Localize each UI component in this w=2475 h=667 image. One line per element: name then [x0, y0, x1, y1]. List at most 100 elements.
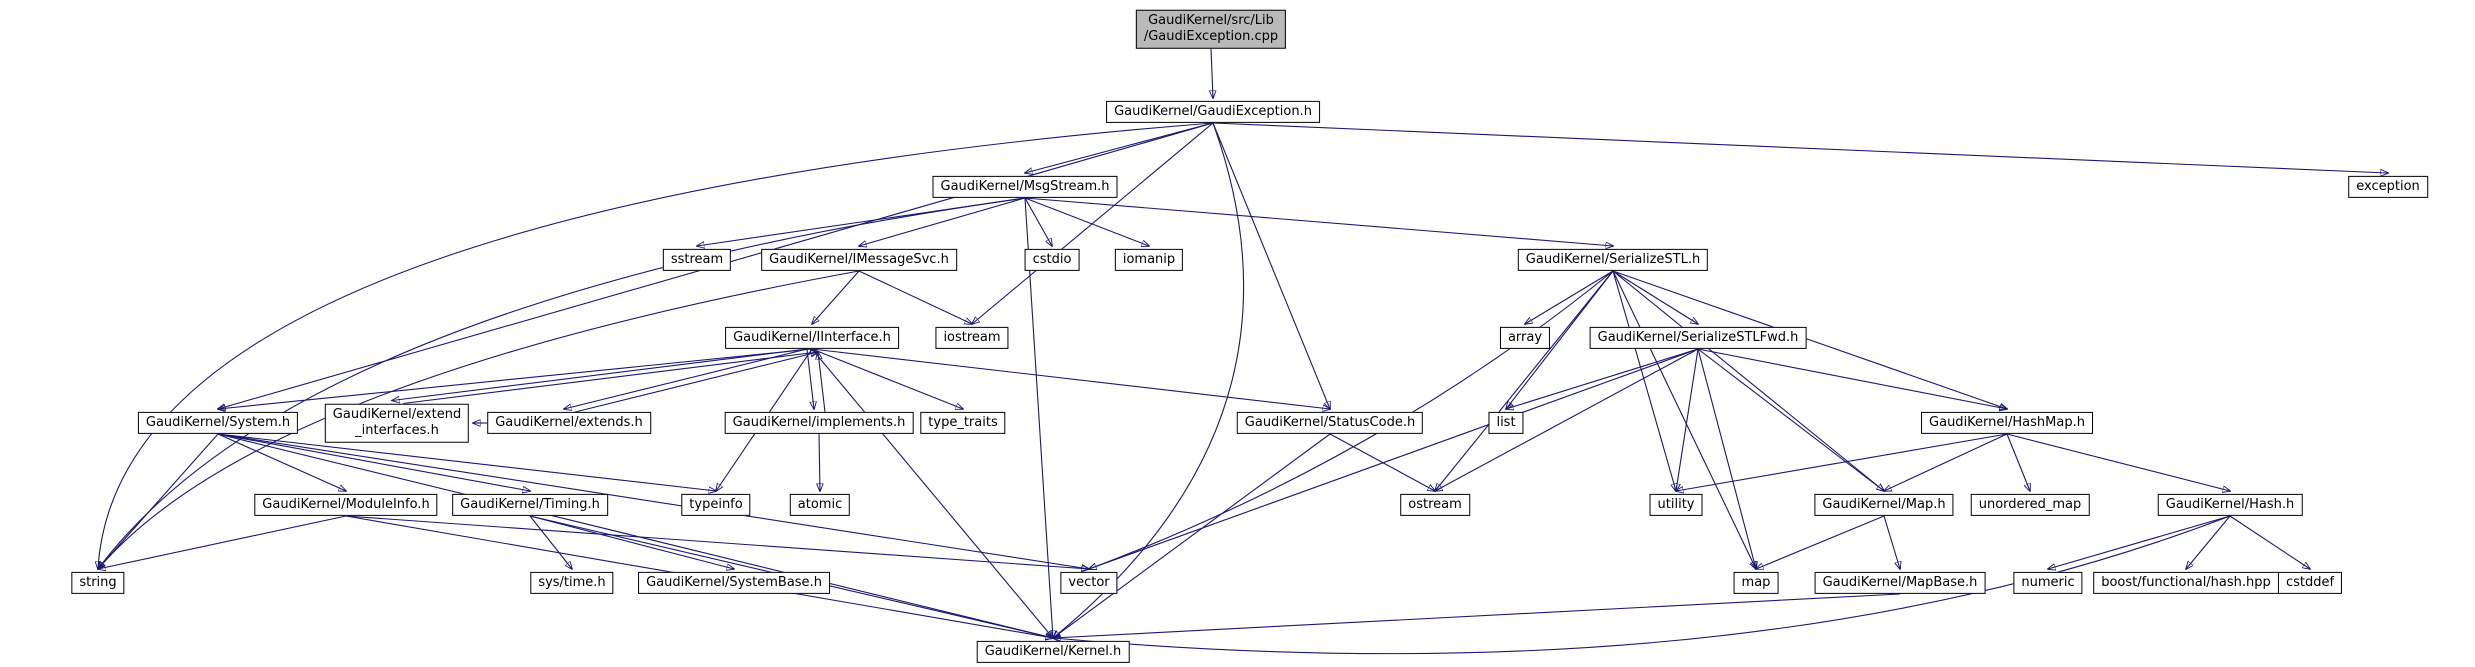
- edge-timing-systembase: [529, 515, 734, 569]
- edge-serializestl-utility: [1612, 270, 1676, 491]
- edge-hash-numeric: [2048, 515, 2231, 569]
- edge-iinterface-system: [218, 348, 813, 409]
- node-map: map: [1733, 571, 1779, 595]
- edge-timing-systime: [529, 515, 572, 569]
- edge-hashmap-maph: [1884, 433, 2008, 491]
- edge-msgstream-cstdio: [1024, 197, 1052, 246]
- edge-fwd-map: [1697, 348, 1756, 569]
- edge-msgstream-kernel: [1024, 197, 1053, 638]
- edge-moduleinfo-string: [98, 515, 347, 569]
- node-vector: vector: [1060, 571, 1118, 595]
- edge-fwd-ostream: [1435, 348, 1699, 491]
- node-boosthash: boost/functional/hash.hpp: [2093, 571, 2279, 595]
- node-mapbase[interactable]: GaudiKernel/MapBase.h: [1814, 571, 1986, 595]
- edge-serializestl-array: [1525, 270, 1614, 324]
- node-moduleinfo[interactable]: GaudiKernel/ModuleInfo.h: [254, 493, 438, 517]
- edge-serializestl-vector: [1089, 270, 1614, 569]
- node-cstddef: cstddef: [2277, 571, 2343, 595]
- edge-extends-iinterface: [574, 352, 818, 413]
- edge-fwd-list: [1506, 348, 1699, 409]
- edge-msgstream-serializestl: [1024, 197, 1613, 246]
- edge-serializestl-map: [1612, 270, 1756, 569]
- edge-fwd-vector: [1089, 348, 1699, 569]
- edge-imessagesvc-string: [98, 270, 860, 569]
- edge-imessagesvc-iostream: [858, 270, 972, 324]
- node-ostream: ostream: [1400, 493, 1470, 517]
- edge-hashmap-utility: [1676, 433, 2008, 491]
- edge-cpp-exch: [1211, 48, 1213, 99]
- edge-hash-boosthash: [2186, 515, 2231, 569]
- edge-exch-iostream: [972, 122, 1214, 324]
- edge-system-string: [98, 433, 219, 569]
- node-statuscode[interactable]: GaudiKernel/StatusCode.h: [1236, 411, 1424, 435]
- edge-msgstream-iomanip: [1024, 197, 1149, 246]
- node-string: string: [71, 571, 125, 595]
- edge-iinterface-statuscode: [811, 348, 1330, 409]
- node-numeric: numeric: [2013, 571, 2083, 595]
- node-kernel[interactable]: GaudiKernel/Kernel.h: [976, 640, 1130, 664]
- edge-extendinterfaces-iinterface: [402, 352, 818, 405]
- node-systime: sys/time.h: [530, 571, 614, 595]
- edge-exch-string: [98, 122, 1214, 569]
- edge-serializestl-fwd: [1612, 270, 1698, 324]
- edge-implements-atomic: [819, 433, 820, 491]
- edge-system-kernel: [217, 433, 1053, 638]
- edge-hash-cstddef: [2229, 515, 2310, 569]
- node-iostream: iostream: [935, 326, 1009, 350]
- edge-exch-msgstream: [1025, 122, 1214, 173]
- edge-serializestl-maph: [1612, 270, 1884, 491]
- node-msgstream[interactable]: GaudiKernel/MsgStream.h: [932, 175, 1118, 199]
- node-cpp: GaudiKernel/src/Lib /GaudiException.cpp: [1135, 9, 1287, 49]
- node-utility: utility: [1649, 493, 1703, 517]
- node-extendinterfaces[interactable]: GaudiKernel/extend _interfaces.h: [324, 403, 470, 443]
- node-hash[interactable]: GaudiKernel/Hash.h: [2157, 493, 2303, 517]
- edge-iinterface-extends: [564, 348, 808, 409]
- node-imessagesvc[interactable]: GaudiKernel/IMessageSvc.h: [761, 248, 957, 272]
- edge-implements-iinterface: [818, 352, 826, 413]
- edge-serializestl-list: [1506, 270, 1614, 409]
- edge-iinterface-kernel: [811, 348, 1053, 638]
- node-hashmap[interactable]: GaudiKernel/HashMap.h: [1921, 411, 2093, 435]
- node-serializestl[interactable]: GaudiKernel/SerializeSTL.h: [1517, 248, 1709, 272]
- edge-mapbase-kernel: [1053, 593, 1901, 638]
- node-system[interactable]: GaudiKernel/System.h: [137, 411, 299, 435]
- edge-serializestl-ostream: [1435, 270, 1614, 491]
- node-iinterface[interactable]: GaudiKernel/IInterface.h: [725, 326, 899, 350]
- edge-moduleinfo-vector: [345, 515, 1089, 569]
- node-exch[interactable]: GaudiKernel/GaudiException.h: [1106, 100, 1320, 124]
- edge-system-typeinfo: [217, 433, 716, 491]
- node-atomic: atomic: [789, 493, 851, 517]
- node-typeinfo: typeinfo: [681, 493, 751, 517]
- edge-serializestl-hashmap: [1612, 270, 2007, 409]
- node-maph[interactable]: GaudiKernel/Map.h: [1814, 493, 1954, 517]
- node-fwd[interactable]: GaudiKernel/SerializeSTLFwd.h: [1589, 326, 1807, 350]
- edge-iinterface-extendinterfaces: [392, 348, 808, 401]
- edge-hashmap-hash: [2006, 433, 2230, 491]
- node-exception: exception: [2348, 175, 2428, 199]
- node-implements[interactable]: GaudiKernel/implements.h: [724, 411, 914, 435]
- edge-maph-map: [1756, 515, 1885, 569]
- edge-exch-exception: [1212, 122, 2388, 173]
- edge-fwd-maph: [1697, 348, 1884, 491]
- edge-system-moduleinfo: [217, 433, 346, 491]
- edge-msgstream-imessagesvc: [859, 197, 1026, 246]
- edge-statuscode-kernel: [1053, 433, 1331, 638]
- node-systembase[interactable]: GaudiKernel/SystemBase.h: [638, 571, 830, 595]
- edge-exch-statuscode: [1212, 122, 1330, 409]
- edge-iinterface-implements: [806, 348, 814, 409]
- node-array: array: [1499, 326, 1551, 350]
- node-timing[interactable]: GaudiKernel/Timing.h: [452, 493, 608, 517]
- node-sstream: sstream: [662, 248, 732, 272]
- node-unorderedmap: unordered_map: [1970, 493, 2090, 517]
- edge-msgstream-string: [98, 197, 1026, 569]
- edge-system-vector: [217, 433, 1089, 569]
- edge-fwd-hashmap: [1697, 348, 2007, 409]
- edge-iinterface-typetraits: [811, 348, 963, 409]
- edge-fwd-utility: [1676, 348, 1699, 491]
- edge-exch-kernel: [1053, 122, 1245, 638]
- node-typetraits: type_traits: [920, 411, 1006, 435]
- edge-system-timing: [217, 433, 530, 491]
- node-extends[interactable]: GaudiKernel/extends.h: [487, 411, 651, 435]
